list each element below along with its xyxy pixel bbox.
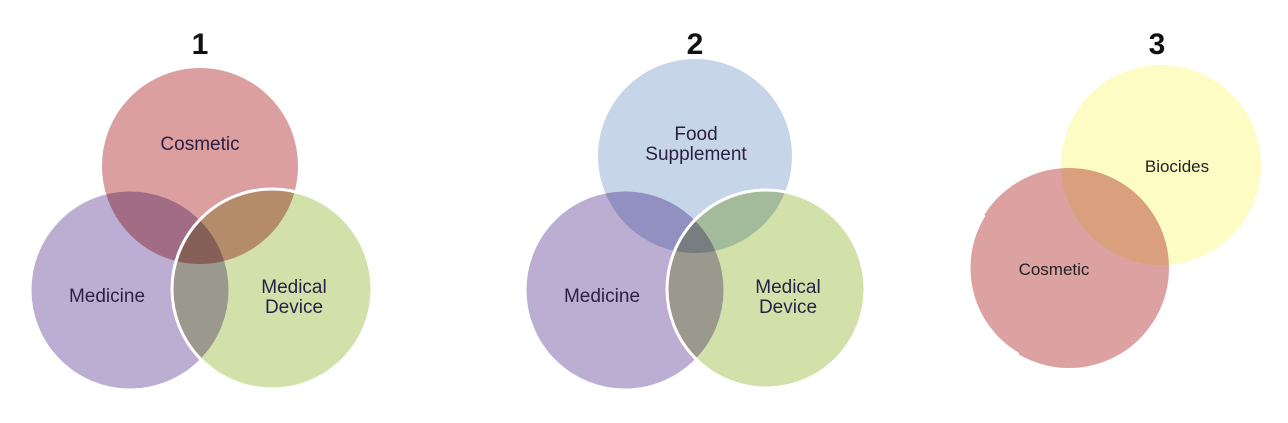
label-supplement: Supplement (645, 144, 747, 165)
circle-medical-device (667, 190, 865, 388)
label-cosmetic: Cosmetic (1019, 260, 1090, 279)
circle-medical-device (172, 189, 372, 389)
diagram-number: 3 (1149, 28, 1166, 61)
diagram-number: 2 (687, 28, 704, 61)
label-medicine: Medicine (69, 286, 145, 307)
label-medical: Medical (755, 277, 820, 298)
venn-diagram-2: 2 Food Supplement Medicine Medical Devic… (523, 28, 867, 392)
label-cosmetic: Cosmetic (160, 134, 239, 155)
circle-outline (170, 187, 374, 391)
label-device: Device (265, 297, 323, 318)
circle-outline (967, 166, 1171, 370)
label-medicine: Medicine (564, 286, 640, 307)
diagram-number: 1 (192, 28, 209, 61)
label-biocides: Biocides (1145, 157, 1209, 176)
circle-cosmetic (969, 168, 1169, 368)
label-device: Device (759, 297, 817, 318)
label-medical: Medical (261, 277, 326, 298)
venn-diagram-3: 3 Biocides Cosmetic (967, 28, 1261, 370)
label-food: Food (674, 124, 717, 145)
circle-outline (665, 188, 867, 390)
venn-diagram-1: 1 Cosmetic Medicine Medical Device (28, 28, 374, 392)
